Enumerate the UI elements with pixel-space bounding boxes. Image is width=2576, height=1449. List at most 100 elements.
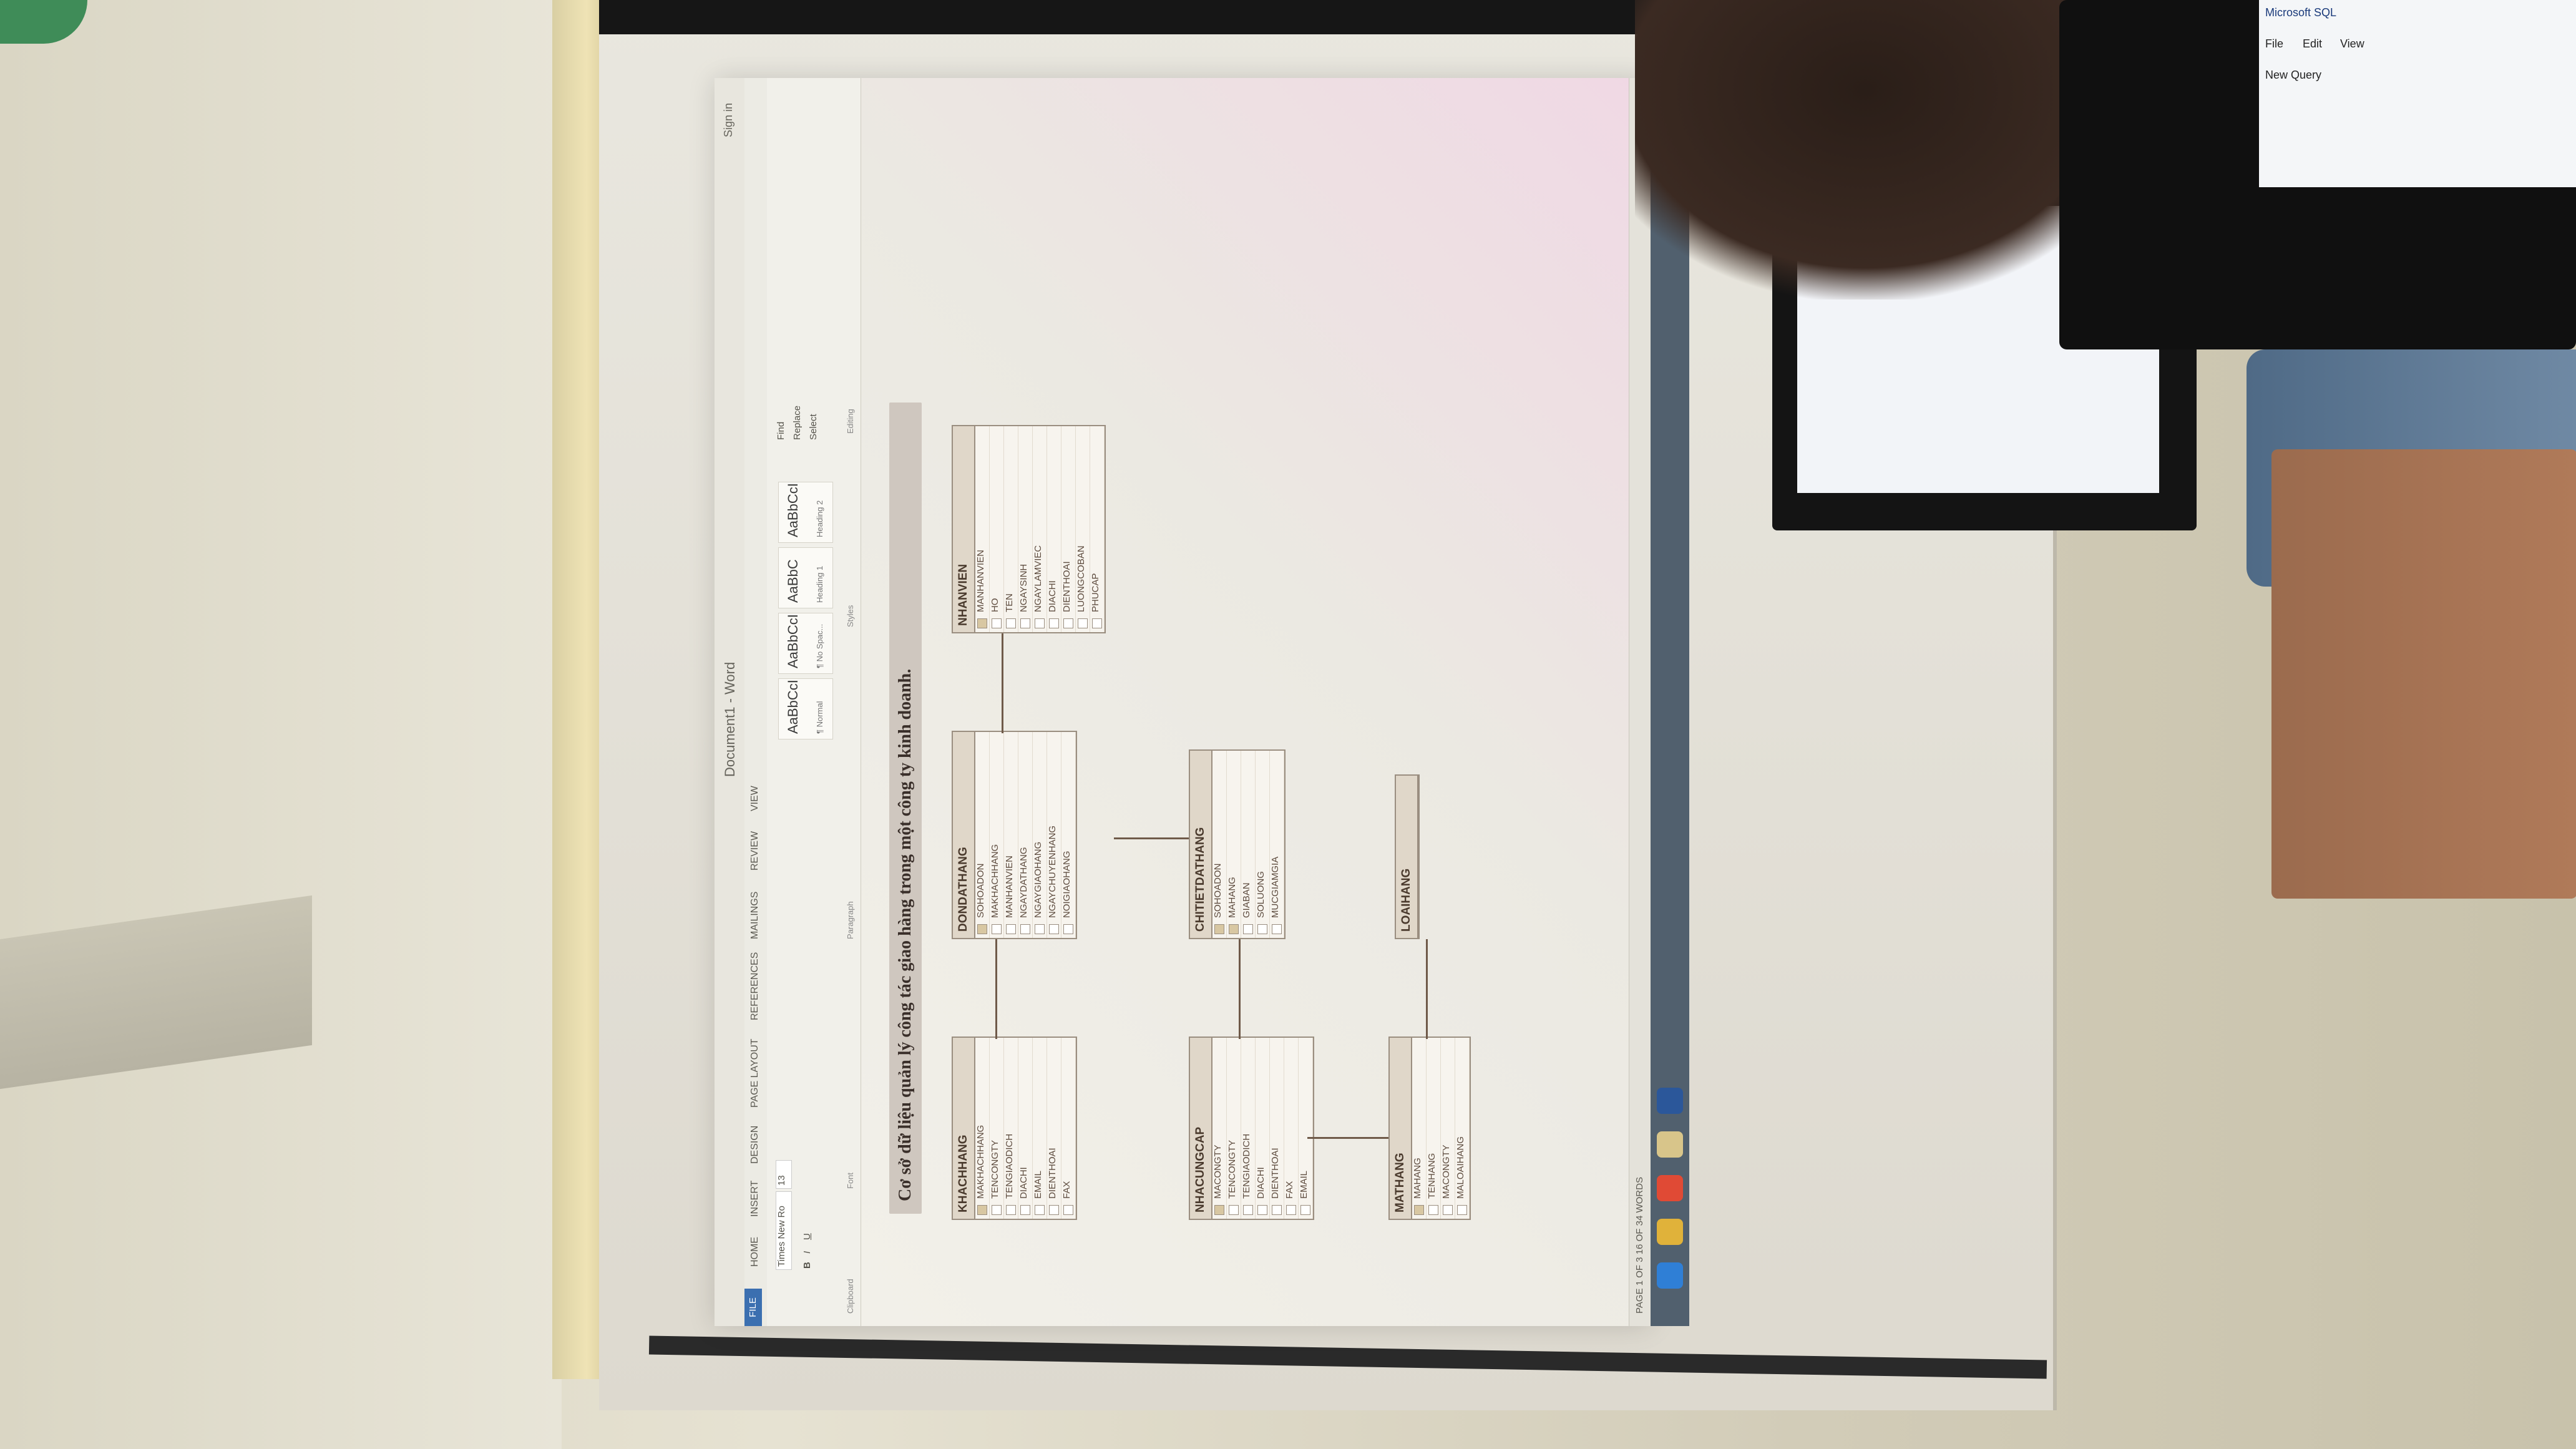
checkbox-icon	[1243, 924, 1253, 934]
table-chitietdathang[interactable]: CHITIETDATHANG SOHOADON MAHANG GIABAN SO…	[1189, 749, 1286, 939]
checkbox-icon	[1257, 924, 1267, 934]
word-icon[interactable]	[1657, 1088, 1683, 1114]
field-row: TENCONGTY	[1227, 1038, 1241, 1219]
sign-in-link[interactable]: Sign in	[722, 103, 734, 138]
table-title: LOAIHANG	[1396, 776, 1418, 938]
ie-icon[interactable]	[1657, 1262, 1683, 1289]
field-label: MAKHACHHANG	[990, 844, 1000, 918]
field-label: NGAYGIAOHANG	[1033, 841, 1043, 918]
new-query-button[interactable]: New Query	[2265, 69, 2322, 81]
table-dondathang[interactable]: DONDATHANG SOHOADON MAKHACHHANG MANHANVI…	[952, 731, 1077, 939]
font-size-box[interactable]: 13	[776, 1160, 792, 1189]
menu-edit[interactable]: Edit	[2303, 37, 2323, 50]
style-heading-2[interactable]: AaBbCcI Heading 2	[778, 482, 833, 543]
field-row: MANHANVIEN	[975, 426, 990, 632]
checkbox-icon	[1443, 1205, 1453, 1215]
field-label: TENHANG	[1427, 1153, 1437, 1199]
bold-button[interactable]: B	[802, 1262, 812, 1269]
relationship-line	[1239, 939, 1241, 1039]
table-nhacungcap[interactable]: NHACUNGCAP MACONGTY TENCONGTY TENGIAODIC…	[1189, 1037, 1314, 1220]
field-label: NGAYSINH	[1018, 564, 1029, 612]
tab-design[interactable]: DESIGN	[749, 1125, 760, 1164]
tab-file[interactable]: FILE	[744, 1289, 762, 1326]
field-label: MUCGIAMGIA	[1270, 856, 1281, 918]
folder-icon[interactable]	[1657, 1131, 1683, 1158]
field-row: DIACHI	[1047, 426, 1061, 632]
field-row: DIENTHOAI	[1047, 1038, 1061, 1219]
tab-mailings[interactable]: MAILINGS	[749, 891, 760, 939]
field-row: LUONGCOBAN	[1076, 426, 1090, 632]
checkbox-icon	[1049, 924, 1059, 934]
table-nhanvien[interactable]: NHANVIEN MANHANVIEN HO TEN NGAYSINH NGAY…	[952, 425, 1106, 633]
find-button[interactable]: Find	[776, 421, 786, 440]
field-label: MANHANVIEN	[975, 549, 986, 612]
relationship-line	[1114, 837, 1189, 839]
field-row: PHUCAP	[1090, 426, 1105, 632]
explorer-icon[interactable]	[1657, 1219, 1683, 1245]
tab-page-layout[interactable]: PAGE LAYOUT	[749, 1038, 760, 1108]
italic-button[interactable]: I	[802, 1251, 812, 1254]
table-title: DONDATHANG	[953, 732, 975, 938]
checkbox-icon	[1457, 1205, 1467, 1215]
field-label: DIACHI	[1018, 1167, 1029, 1199]
field-row: DIACHI	[1256, 1038, 1270, 1219]
checkbox-icon	[1300, 1205, 1310, 1215]
checkbox-icon	[1286, 1205, 1296, 1215]
table-title: KHACHHANG	[953, 1038, 975, 1219]
style-sample: AaBbC	[785, 559, 801, 603]
relationship-line	[995, 939, 997, 1039]
field-row: MAKHACHHANG	[975, 1038, 990, 1219]
field-row: MALOAIHANG	[1455, 1038, 1470, 1219]
style-normal[interactable]: AaBbCcI ¶ Normal	[778, 678, 833, 739]
style-no-spacing[interactable]: AaBbCcI ¶ No Spac...	[778, 613, 833, 674]
field-label: MAHANG	[1412, 1158, 1423, 1199]
relationship-line	[1002, 633, 1003, 733]
field-label: TENCONGTY	[990, 1139, 1000, 1199]
tab-references[interactable]: REFERENCES	[749, 952, 760, 1020]
group-editing: Editing	[846, 409, 855, 434]
style-heading-1[interactable]: AaBbC Heading 1	[778, 547, 833, 608]
field-label: MAHANG	[1227, 877, 1237, 918]
chrome-icon[interactable]	[1657, 1175, 1683, 1201]
replace-button[interactable]: Replace	[792, 405, 803, 440]
field-label: SOLUONG	[1256, 871, 1266, 918]
field-label: NGAYDATHANG	[1018, 847, 1029, 918]
field-label: PHUCAP	[1090, 573, 1101, 612]
tab-view[interactable]: VIEW	[749, 786, 760, 811]
menu-file[interactable]: File	[2265, 37, 2284, 50]
group-font: Font	[846, 1172, 855, 1189]
field-label: DIENTHOAI	[1047, 1148, 1058, 1199]
select-button[interactable]: Select	[808, 414, 819, 440]
field-row: HO	[990, 426, 1004, 632]
checkbox-icon	[1243, 1205, 1253, 1215]
field-row: MACONGTY	[1212, 1038, 1227, 1219]
left-wall	[0, 0, 562, 1449]
style-name: Heading 1	[815, 565, 824, 603]
field-row: DIACHI	[1018, 1038, 1033, 1219]
font-name-box[interactable]: Times New Ro	[776, 1191, 792, 1270]
checkbox-icon	[1006, 924, 1016, 934]
table-title: NHANVIEN	[953, 426, 975, 632]
checkbox-icon	[1020, 1205, 1030, 1215]
field-row: TENCONGTY	[990, 1038, 1004, 1219]
field-row: MAHANG	[1412, 1038, 1427, 1219]
tab-review[interactable]: REVIEW	[749, 831, 760, 871]
field-label: MANHANVIEN	[1004, 855, 1015, 918]
field-row: MACONGTY	[1441, 1038, 1455, 1219]
field-row: DIENTHOAI	[1270, 1038, 1284, 1219]
checkbox-icon	[1063, 924, 1073, 934]
tab-insert[interactable]: INSERT	[749, 1180, 760, 1217]
field-row: TENGIAODICH	[1241, 1038, 1256, 1219]
table-mathang[interactable]: MATHANG MAHANG TENHANG MACONGTY MALOAIHA…	[1388, 1037, 1471, 1220]
field-label: TENCONGTY	[1227, 1139, 1237, 1199]
field-label: MAKHACHHANG	[975, 1125, 986, 1199]
table-khachhang[interactable]: KHACHHANG MAKHACHHANG TENCONGTY TENGIAOD…	[952, 1037, 1077, 1220]
checkbox-icon	[1020, 618, 1030, 628]
table-loaihang[interactable]: LOAIHANG	[1395, 774, 1420, 939]
field-row: NGAYGIAOHANG	[1033, 732, 1047, 938]
menu-view[interactable]: View	[2340, 37, 2364, 50]
tab-home[interactable]: HOME	[749, 1237, 760, 1267]
underline-button[interactable]: U	[802, 1233, 812, 1240]
window-title: Document1 - Word	[722, 661, 738, 777]
style-name: ¶ No Spac...	[815, 623, 824, 668]
